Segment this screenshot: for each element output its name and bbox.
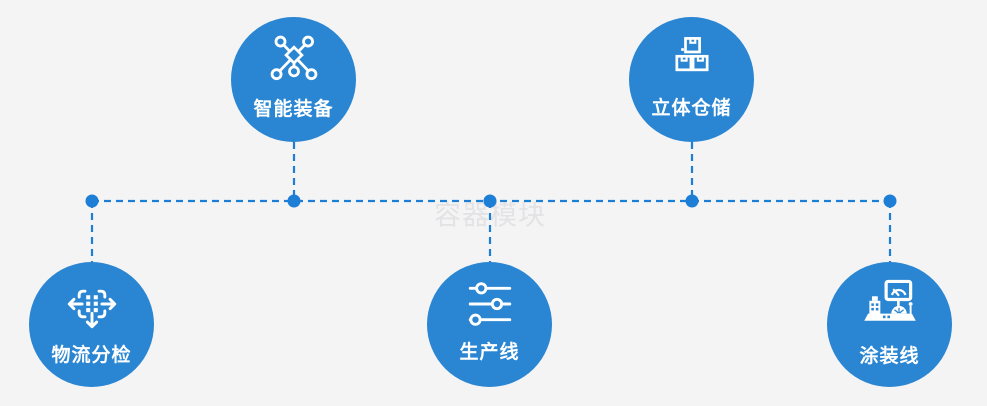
- node-smart-equipment: 智能装备: [231, 17, 356, 142]
- junction-dot: [483, 194, 497, 208]
- node-label: 物流分检: [51, 344, 132, 366]
- node-label: 立体仓储: [651, 97, 732, 119]
- sorting-arrows-icon: [64, 276, 120, 332]
- node-label: 涂装线: [859, 345, 920, 367]
- stacked-boxes-icon: [666, 33, 718, 85]
- junction-dot: [685, 194, 699, 208]
- coating-machine-icon: [859, 275, 921, 333]
- node-vertical-warehouse: 立体仓储: [629, 17, 754, 142]
- node-logistics-sorting: 物流分检: [29, 262, 154, 387]
- network-nodes-icon: [267, 32, 321, 86]
- node-painting-line: 涂装线: [827, 262, 952, 387]
- sliders-icon: [462, 279, 518, 329]
- node-label: 生产线: [459, 341, 520, 363]
- junction-dot: [287, 194, 301, 208]
- node-label: 智能装备: [253, 98, 334, 120]
- junction-dot: [883, 194, 897, 208]
- junction-dot: [85, 194, 99, 208]
- node-production-line: 生产线: [427, 262, 552, 387]
